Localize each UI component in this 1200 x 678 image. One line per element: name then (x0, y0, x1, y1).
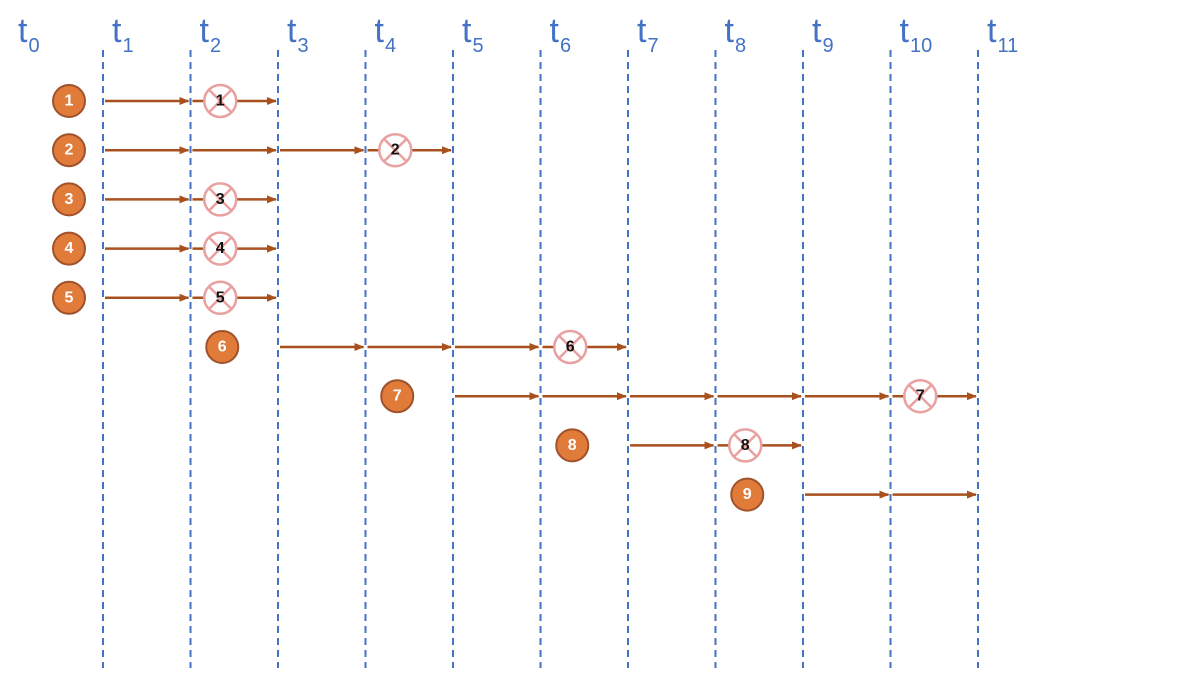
time-label-base: t (899, 12, 909, 50)
start-node-label-7: 7 (393, 388, 402, 405)
start-node-label-3: 3 (65, 191, 74, 208)
cross-line (558, 334, 583, 360)
time-label-base: t (812, 12, 822, 50)
time-label-base: t (637, 12, 647, 50)
time-label-t10: t10 (900, 14, 933, 58)
time-label-base: t (18, 12, 28, 50)
start-node-label-5: 5 (65, 289, 74, 306)
time-label-subscript: 10 (909, 35, 933, 57)
end-node-label-7: 7 (916, 388, 925, 405)
start-node-label-8: 8 (568, 437, 577, 454)
start-node-label-6: 6 (218, 339, 227, 356)
end-node-label-8: 8 (741, 437, 750, 454)
time-label-subscript: 6 (559, 35, 572, 57)
cross-line (733, 433, 758, 458)
time-label-base: t (287, 12, 297, 50)
start-node-5 (52, 280, 86, 315)
time-label-base: t (112, 12, 122, 50)
time-label-base: t (987, 12, 997, 50)
start-node-9 (730, 477, 765, 512)
time-label-t7: t7 (637, 14, 659, 58)
time-label-t5: t5 (462, 14, 484, 58)
cross-line (208, 236, 233, 261)
time-label-t8: t8 (725, 14, 747, 58)
end-node-label-4: 4 (216, 240, 225, 257)
start-node-6 (205, 330, 240, 364)
cross-line (208, 285, 233, 310)
time-label-base: t (724, 12, 734, 50)
time-label-t1: t1 (112, 14, 134, 58)
cross-line (383, 138, 408, 163)
time-label-subscript: 2 (209, 35, 222, 57)
time-label-t11: t11 (987, 14, 1018, 58)
start-node-label-2: 2 (65, 142, 74, 159)
time-label-base: t (549, 12, 559, 50)
cross-line (908, 384, 933, 409)
time-label-base: t (374, 12, 384, 50)
end-node-label-3: 3 (216, 191, 225, 208)
time-label-t6: t6 (550, 14, 572, 58)
end-node-label-6: 6 (566, 339, 575, 356)
start-node-1 (52, 84, 86, 118)
time-label-base: t (462, 12, 472, 50)
time-label-subscript: 8 (734, 35, 747, 57)
start-node-label-1: 1 (65, 93, 74, 110)
process-9: 9 (730, 477, 977, 512)
time-label-subscript: 1 (122, 35, 134, 57)
end-node-label-1: 1 (216, 93, 225, 110)
start-node-4 (52, 231, 86, 266)
time-label-subscript: 5 (472, 35, 484, 57)
start-node-8 (555, 428, 590, 463)
time-label-subscript: 7 (647, 35, 659, 57)
time-label-t9: t9 (812, 14, 834, 58)
time-label-t4: t4 (375, 14, 397, 58)
time-label-t2: t2 (200, 14, 222, 58)
end-node-label-5: 5 (216, 289, 225, 306)
start-node-label-4: 4 (65, 240, 74, 257)
time-label-subscript: 9 (822, 35, 834, 57)
start-node-2 (52, 133, 86, 168)
cross-line (208, 187, 233, 212)
end-node-label-2: 2 (391, 142, 400, 159)
time-label-t0: t0 (18, 14, 40, 58)
time-label-subscript: 3 (297, 35, 309, 57)
time-label-subscript: 0 (28, 35, 40, 57)
cross-line (208, 88, 233, 114)
time-label-subscript: 11 (997, 35, 1019, 57)
time-label-subscript: 4 (384, 35, 397, 57)
time-label-base: t (199, 12, 209, 50)
time-label-t3: t3 (287, 14, 309, 58)
start-node-label-9: 9 (743, 486, 752, 503)
start-node-3 (52, 182, 86, 217)
start-node-7 (380, 379, 415, 414)
